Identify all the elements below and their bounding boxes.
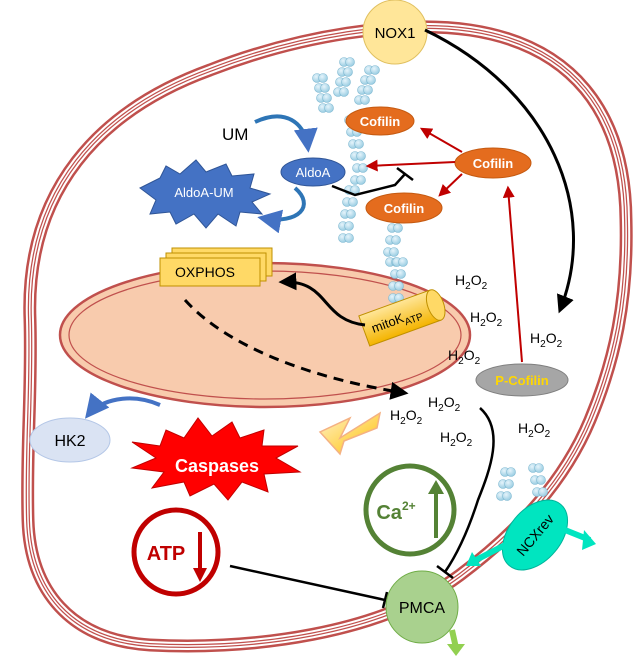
p-cofilin: P-Cofilin bbox=[475, 363, 569, 397]
h2o2-pmca-bar bbox=[436, 565, 454, 579]
cofilin-top-label: Cofilin bbox=[360, 114, 400, 129]
actin-bead bbox=[396, 269, 406, 279]
actin-bead bbox=[398, 257, 408, 267]
h2o2-label: H2O2 bbox=[440, 429, 473, 449]
cofilin-bottom-label: Cofilin bbox=[384, 201, 424, 216]
h2o2-label: H2O2 bbox=[428, 394, 461, 414]
actin-bead bbox=[366, 75, 376, 85]
nox1: NOX1 bbox=[362, 0, 428, 65]
actin-bead bbox=[538, 487, 548, 497]
cofilin-top: Cofilin bbox=[345, 106, 415, 136]
actin-bead bbox=[389, 247, 399, 257]
mitochondrion bbox=[58, 261, 472, 409]
h2o2-to-pmca-inhibition bbox=[443, 407, 495, 573]
actin-bead bbox=[345, 57, 355, 67]
pmca: PMCA bbox=[385, 570, 465, 656]
aldoa-um: AldoA-UM bbox=[139, 159, 272, 229]
actin-bead bbox=[358, 163, 368, 173]
calcium-increase: Ca2+ bbox=[363, 463, 457, 557]
actin-bead bbox=[339, 87, 349, 97]
atp-to-pmca-inhibition bbox=[229, 564, 386, 602]
actin-bead bbox=[356, 175, 366, 185]
h2o2-label: H2O2 bbox=[518, 420, 551, 440]
actin-bead bbox=[534, 463, 544, 473]
calcium-main: Ca bbox=[376, 502, 402, 524]
actin-bead bbox=[370, 65, 380, 75]
cofilin-to-cofilin-bottom-arrow bbox=[438, 173, 463, 197]
mito-to-oxphos-arrow bbox=[278, 272, 366, 327]
aldoa-um-label: AldoA-UM bbox=[174, 185, 233, 200]
actin-bead bbox=[356, 151, 366, 161]
atp-label: ATP bbox=[147, 543, 186, 565]
pmca-efflux-arrowhead bbox=[447, 644, 465, 656]
atp-down-arrowhead bbox=[193, 568, 207, 582]
actin-bead bbox=[341, 77, 351, 87]
calcium-label: Ca2+ bbox=[376, 499, 415, 524]
actin-bead bbox=[393, 223, 403, 233]
actin-bead bbox=[506, 467, 516, 477]
h2o2-label: H2O2 bbox=[530, 330, 563, 350]
atp-decrease: ATP bbox=[131, 507, 221, 597]
calcium-sup: 2+ bbox=[402, 499, 416, 513]
actin-bead bbox=[318, 73, 328, 83]
caspases: Caspases bbox=[130, 417, 302, 501]
nox1-label: NOX1 bbox=[375, 25, 416, 42]
actin-bead bbox=[346, 209, 356, 219]
ncx-rev: NCXrev bbox=[501, 499, 569, 571]
cell-membrane bbox=[21, 20, 633, 653]
actin-bead bbox=[320, 83, 330, 93]
actin-bead bbox=[391, 235, 401, 245]
actin-bead bbox=[363, 85, 373, 95]
ncx-arrows bbox=[466, 527, 596, 566]
aldoa-inhibition-line bbox=[331, 173, 406, 197]
actin-bead bbox=[502, 491, 512, 501]
cofilin-to-cofilin-top-arrow bbox=[419, 127, 463, 153]
nox1-to-h2o2-arrow bbox=[424, 28, 575, 314]
hk2-label: HK2 bbox=[54, 433, 85, 450]
oxphos-to-h2o2-dashed-arrow bbox=[183, 298, 409, 400]
h2o2-label: H2O2 bbox=[470, 309, 503, 329]
actin-bead bbox=[504, 479, 514, 489]
atp-pmca-bar bbox=[381, 591, 389, 609]
actin-bead bbox=[360, 95, 370, 105]
mito-katp-channel: mitoKATP bbox=[358, 289, 446, 347]
oxphos-label: OXPHOS bbox=[175, 264, 235, 280]
aldoa-label: AldoA bbox=[296, 165, 331, 180]
p-cofilin-label: P-Cofilin bbox=[495, 373, 548, 388]
mito-to-hk2-arrow bbox=[84, 392, 161, 419]
h2o2-label: H2O2 bbox=[448, 347, 481, 367]
cofilin-right: Cofilin bbox=[454, 147, 532, 179]
caspases-label: Caspases bbox=[175, 456, 259, 476]
oxphos: OXPHOS bbox=[159, 247, 273, 287]
cofilin-right-label: Cofilin bbox=[473, 156, 513, 171]
h2o2-label: H2O2 bbox=[455, 272, 488, 292]
actin-filaments bbox=[312, 57, 548, 501]
caspase-activation-arrow bbox=[318, 411, 382, 456]
aldoa: AldoA bbox=[280, 157, 346, 187]
calcium-up-arrowhead bbox=[428, 480, 444, 494]
actin-bead bbox=[536, 475, 546, 485]
aldoa-inhibition-bar bbox=[396, 167, 414, 181]
actin-bead bbox=[343, 67, 353, 77]
actin-bead bbox=[344, 233, 354, 243]
um-label: UM bbox=[222, 125, 248, 144]
p-cofilin-to-cofilin-arrow bbox=[502, 185, 523, 363]
actin-bead bbox=[354, 139, 364, 149]
actin-bead bbox=[394, 281, 404, 291]
actin-bead bbox=[322, 93, 332, 103]
h2o2-label: H2O2 bbox=[390, 407, 423, 427]
actin-bead bbox=[324, 103, 334, 113]
hk2: HK2 bbox=[29, 417, 111, 463]
cofilin-to-aldoa-arrow bbox=[365, 159, 456, 172]
actin-bead bbox=[348, 197, 358, 207]
cofilin-bottom: Cofilin bbox=[365, 192, 443, 224]
um-to-aldoa-arrow bbox=[254, 114, 318, 153]
aldoa-to-aldoa-um-arrow bbox=[257, 186, 306, 234]
actin-bead bbox=[344, 221, 354, 231]
pmca-label: PMCA bbox=[399, 600, 446, 617]
